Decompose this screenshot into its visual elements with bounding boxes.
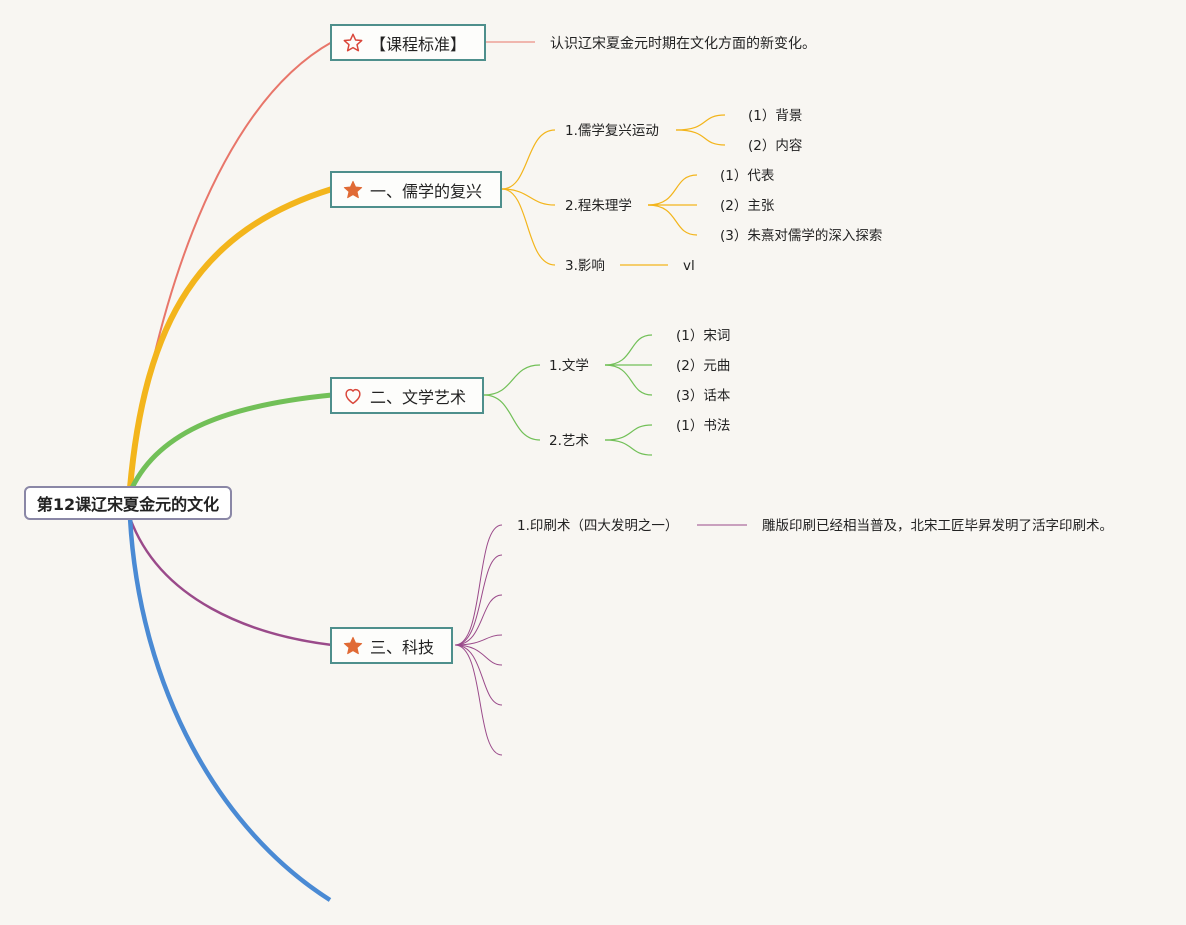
item-song-ci[interactable]: (1）宋词 — [676, 328, 731, 344]
printing-note[interactable]: 雕版印刷已经相当普及，北宋工匠毕昇发明了活字印刷术。 — [762, 518, 1113, 534]
item-calligraphy[interactable]: (1）书法 — [676, 418, 731, 434]
branch-line-extra — [127, 517, 332, 902]
root-topic-label: 第12课辽宋夏金元的文化 — [36, 495, 220, 514]
item-proposition[interactable]: (2）主张 — [720, 198, 775, 214]
item-zhuxi[interactable]: (3）朱熹对儒学的深入探索 — [720, 228, 883, 244]
topic-course-standard-label: 【课程标准】 — [370, 34, 467, 54]
subtopic-literature[interactable]: 1.文学 — [549, 358, 589, 374]
item-background[interactable]: (1）背景 — [748, 108, 803, 124]
subtopic-art[interactable]: 2.艺术 — [549, 433, 589, 449]
subtopic-printing[interactable]: 1.印刷术（四大发明之一） — [517, 518, 679, 534]
branch-line-literature — [129, 392, 333, 490]
heart-outline-icon — [342, 385, 364, 407]
item-vl[interactable]: vl — [683, 258, 695, 274]
topic-literature-art[interactable]: 二、文学艺术 — [330, 377, 484, 414]
topic-literature-art-label: 二、文学艺术 — [370, 387, 467, 407]
topic-course-standard[interactable]: 【课程标准】 — [330, 24, 486, 61]
topic-science[interactable]: 三、科技 — [330, 627, 453, 664]
star-outline-icon — [342, 32, 364, 54]
course-standard-note: 认识辽宋夏金元时期在文化方面的新变化。 — [550, 36, 816, 52]
subtopic-confucian-movement[interactable]: 1.儒学复兴运动 — [565, 123, 659, 139]
topic-confucian-revival[interactable]: 一、儒学的复兴 — [330, 171, 502, 208]
branch-line-confucian — [127, 186, 333, 489]
item-representative[interactable]: (1）代表 — [720, 168, 775, 184]
item-huaben[interactable]: (3）话本 — [676, 388, 731, 404]
subtopic-cheng-zhu[interactable]: 2.程朱理学 — [565, 198, 632, 214]
topic-confucian-revival-label: 一、儒学的复兴 — [370, 181, 483, 201]
star-filled-icon — [342, 635, 364, 657]
branch-line-science — [128, 517, 333, 647]
root-topic[interactable]: 第12课辽宋夏金元的文化 — [24, 486, 232, 520]
item-content[interactable]: (2）内容 — [748, 138, 803, 154]
topic-science-label: 三、科技 — [370, 637, 435, 657]
subtopic-influence[interactable]: 3.影响 — [565, 258, 605, 274]
item-yuan-qu[interactable]: (2）元曲 — [676, 358, 731, 374]
star-filled-icon — [342, 179, 364, 201]
branch-line-standard — [129, 41, 333, 489]
